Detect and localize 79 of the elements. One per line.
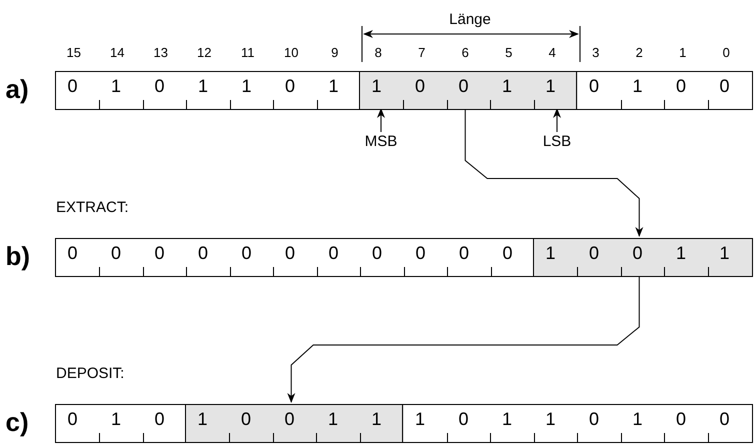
bit-value: 1 xyxy=(328,77,339,95)
bit-value: 0 xyxy=(676,410,686,428)
bit-value: 0 xyxy=(284,410,295,428)
bit-number: 6 xyxy=(460,46,470,59)
bit-value: 0 xyxy=(154,410,165,428)
arrow xyxy=(377,108,385,132)
bit-value: 0 xyxy=(502,244,513,262)
bit-value: 0 xyxy=(241,410,252,428)
bit-value: 0 xyxy=(372,244,382,262)
bit-value: 0 xyxy=(68,77,78,95)
bit-value: 0 xyxy=(589,244,600,262)
bit-field xyxy=(358,72,578,109)
bit-value: 0 xyxy=(589,77,600,95)
bit-number: 12 xyxy=(196,46,212,59)
arrow xyxy=(464,108,644,237)
bit-number: 15 xyxy=(66,46,82,59)
bit-value: 0 xyxy=(416,244,426,262)
bit-number: 7 xyxy=(417,46,426,59)
bit-value: 0 xyxy=(68,410,78,428)
bit-value: 1 xyxy=(198,410,208,428)
bit-number: 9 xyxy=(330,46,340,59)
bit-number: 10 xyxy=(283,46,300,59)
bit-value: 0 xyxy=(328,244,339,262)
bit-value: 1 xyxy=(546,244,556,262)
bit-value: 1 xyxy=(632,410,643,428)
bit-value: 1 xyxy=(502,77,512,95)
bit-value: 1 xyxy=(546,410,556,428)
bit-value: 0 xyxy=(285,244,296,262)
pointer-label: MSB xyxy=(364,134,398,149)
bit-number: 5 xyxy=(504,46,514,59)
bit-value: 0 xyxy=(632,244,643,262)
bit-number: 14 xyxy=(109,46,126,59)
arrow xyxy=(287,276,640,403)
bit-value: 0 xyxy=(198,244,208,262)
bit-number: 13 xyxy=(152,46,169,59)
row-label: a) xyxy=(6,76,29,102)
bit-value: 1 xyxy=(632,77,643,95)
bit-number: 0 xyxy=(722,46,731,59)
bit-number: 4 xyxy=(548,46,557,59)
bit-field xyxy=(532,239,752,276)
bit-value: 0 xyxy=(68,244,78,262)
bit-value: 1 xyxy=(242,77,252,95)
bit-value: 0 xyxy=(154,77,165,95)
bit-value: 1 xyxy=(502,410,512,428)
bit-number: 3 xyxy=(591,46,600,59)
arrow xyxy=(553,108,561,132)
bit-value: 1 xyxy=(415,410,426,428)
bit-value: 0 xyxy=(154,244,165,262)
bit-value: 1 xyxy=(328,410,338,428)
bit-value: 1 xyxy=(111,410,122,428)
bit-value: 1 xyxy=(372,77,382,95)
bit-value: 0 xyxy=(459,244,470,262)
bit-value: 0 xyxy=(458,77,469,95)
bit-value: 1 xyxy=(111,77,122,95)
operation-label: DEPOSIT: xyxy=(56,366,124,381)
bit-value: 1 xyxy=(546,77,556,95)
bit-value: 0 xyxy=(242,244,252,262)
bit-value: 0 xyxy=(415,77,426,95)
bit-number: 11 xyxy=(240,46,256,59)
bit-value: 1 xyxy=(720,244,730,262)
bit-value: 0 xyxy=(676,77,686,95)
bit-value: 0 xyxy=(720,410,730,428)
bit-value: 1 xyxy=(198,77,208,95)
pointer-label: LSB xyxy=(542,134,572,149)
bit-number: 2 xyxy=(634,46,644,59)
bit-value: 1 xyxy=(372,410,382,428)
bit-field xyxy=(184,405,404,442)
bit-value: 0 xyxy=(589,410,600,428)
row-label: b) xyxy=(6,243,30,269)
dimension-label: Länge xyxy=(448,12,492,27)
bit-number: 1 xyxy=(678,46,688,59)
bit-value: 0 xyxy=(111,244,122,262)
bit-value: 0 xyxy=(720,77,730,95)
bit-value: 1 xyxy=(676,244,686,262)
operation-label: EXTRACT: xyxy=(56,200,129,215)
bit-value: 0 xyxy=(458,410,469,428)
bit-value: 0 xyxy=(285,77,296,95)
row-label: c) xyxy=(6,409,29,435)
bit-number: 8 xyxy=(374,46,383,59)
